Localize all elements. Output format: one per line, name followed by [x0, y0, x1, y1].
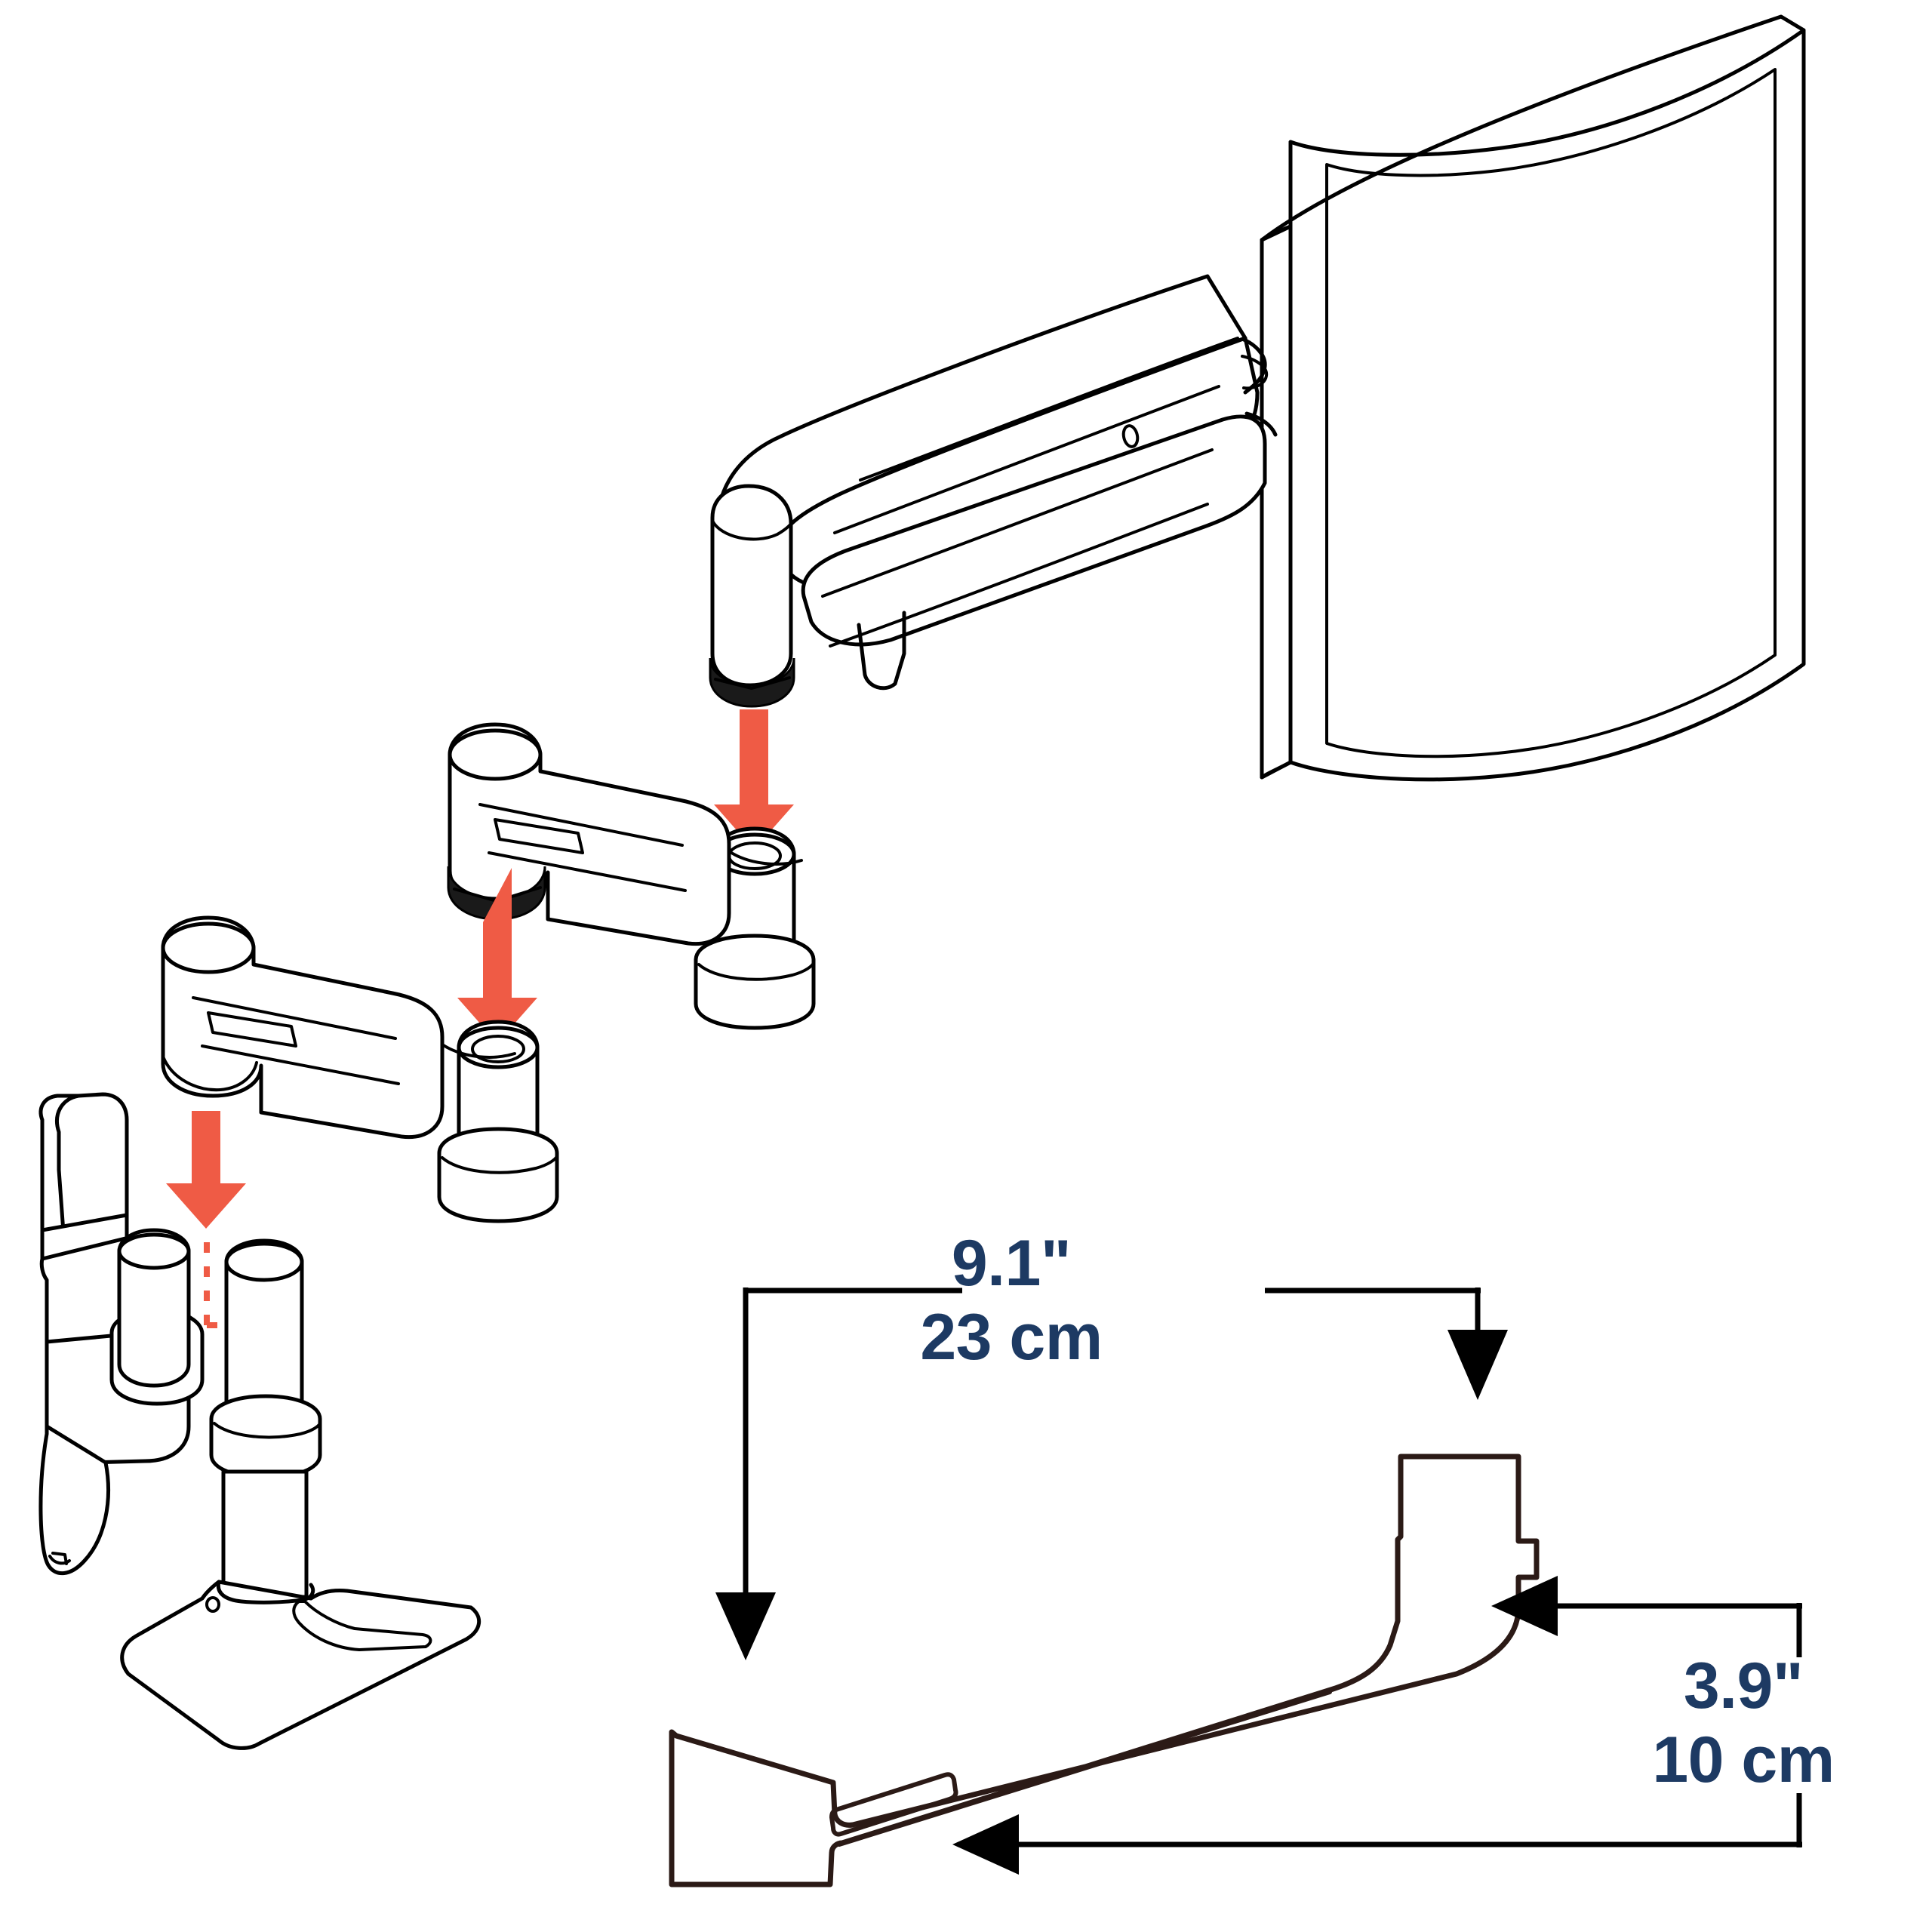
- wall-mount-bracket: [38, 1092, 205, 1576]
- reach-left-arrowhead: [715, 1592, 776, 1660]
- reach-imperial-value: 9.1": [951, 1227, 1072, 1300]
- height-lower-arrowhead: [952, 1814, 1019, 1875]
- extension-arm-lower: [161, 915, 559, 1223]
- horizontal-reach-dimension: [715, 1287, 1508, 1660]
- arrow-upper-to-lower-extension: [457, 868, 537, 1043]
- arm-base-seal-ring: [709, 657, 795, 708]
- extension-post-lower: [437, 1020, 559, 1223]
- height-upper-arrowhead: [1491, 1576, 1558, 1636]
- extension-post-upper: [694, 826, 816, 1030]
- reach-metric-value: 23 cm: [920, 1301, 1103, 1374]
- vertical-offset-dimension: [952, 1576, 1802, 1875]
- arrow-lower-extension-to-post: [166, 1111, 246, 1229]
- arrow-arm-to-upper-extension: [714, 709, 794, 850]
- height-metric-value: 10 cm: [1652, 1724, 1835, 1797]
- horizontal-reach-dimension-label: 9.1" 23 cm: [845, 1226, 1177, 1374]
- desk-mount-pole: [209, 1238, 322, 1599]
- lx-monitor-arm-assembly: [709, 274, 1278, 708]
- vertical-offset-dimension-label: 3.9" 10 cm: [1577, 1649, 1909, 1797]
- arm-side-profile: [669, 1454, 1540, 1887]
- height-imperial-value: 3.9": [1683, 1650, 1804, 1722]
- extension-arm-upper: [447, 722, 816, 1030]
- reach-right-arrowhead: [1447, 1330, 1508, 1400]
- monitor-screen: [1260, 14, 1806, 782]
- desk-mount-base: [120, 1580, 481, 1750]
